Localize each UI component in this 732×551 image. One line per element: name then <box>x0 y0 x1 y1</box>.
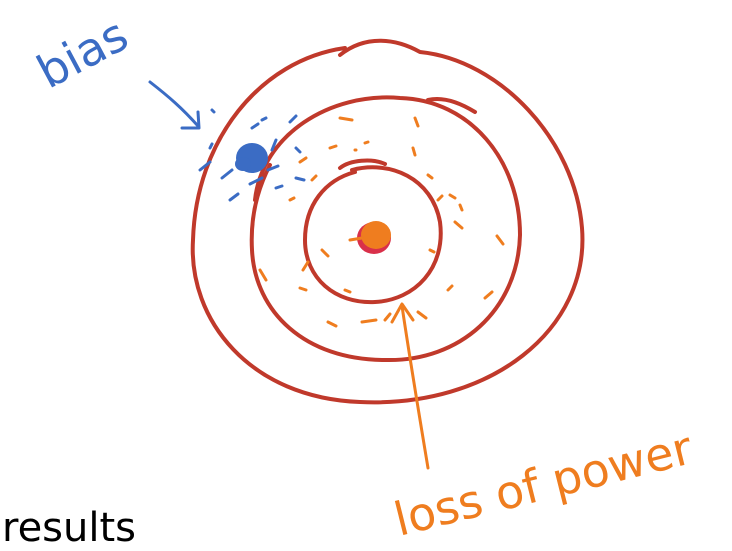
bias-label: bias <box>28 7 136 99</box>
inner-ring <box>303 165 443 305</box>
middle-ring-tail <box>426 97 477 114</box>
center-dot-tick <box>348 236 364 242</box>
results-heading: results <box>2 505 137 551</box>
bias-arrow <box>148 80 216 130</box>
loss-of-power-label: loss of power <box>389 421 698 545</box>
bias-cluster <box>198 114 306 202</box>
center-dot-orange <box>361 221 391 249</box>
orange-scatter-marks <box>258 116 505 328</box>
power-arrow <box>390 302 430 470</box>
inner-ring-tail <box>338 158 387 170</box>
outer-ring <box>190 38 585 405</box>
middle-ring <box>249 95 522 363</box>
